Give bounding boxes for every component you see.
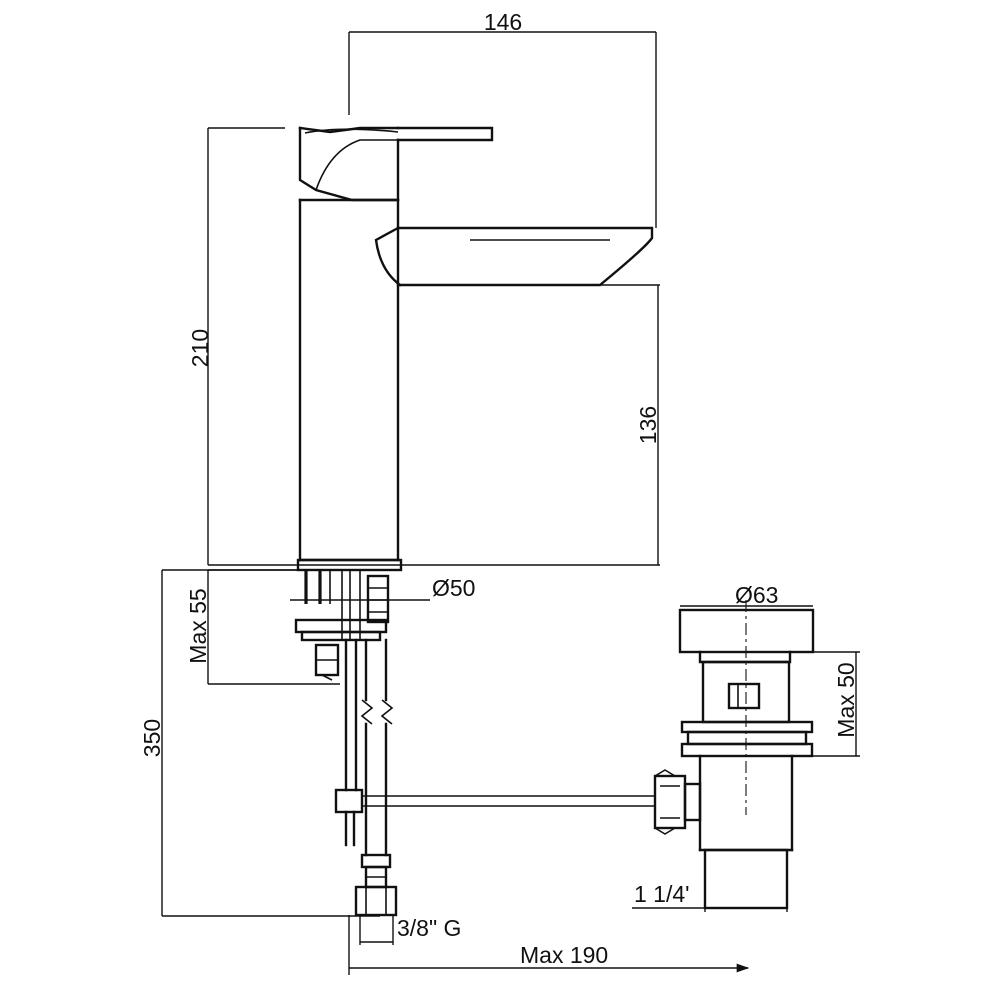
label-diameter-50: Ø50 — [432, 575, 475, 601]
dim-max-50 — [812, 651, 860, 757]
dim-136 — [598, 284, 660, 565]
mounting-hardware — [294, 570, 390, 681]
linkage-rod — [362, 795, 655, 807]
label-diameter-63: Ø63 — [735, 582, 778, 608]
label-max-190: Max 190 — [520, 942, 608, 968]
label-max-50: Max 50 — [833, 662, 859, 737]
label-146: 146 — [484, 9, 522, 35]
dim-350 — [161, 569, 380, 917]
dim-max-190 — [348, 915, 750, 975]
faucet-body — [296, 198, 403, 572]
flexible-hose — [334, 638, 398, 917]
label-136: 136 — [635, 406, 661, 444]
label-3-8-g: 3/8" G — [397, 915, 461, 941]
dim-146 — [348, 31, 657, 228]
label-350: 350 — [139, 719, 165, 757]
label-1-1-4: 1 1/4' — [634, 881, 690, 907]
label-210: 210 — [187, 329, 213, 367]
lever-handle — [298, 126, 494, 202]
label-max-55: Max 55 — [185, 588, 211, 663]
pop-up-waste — [653, 600, 815, 910]
dim-1-1-4 — [632, 880, 788, 912]
spout — [374, 226, 654, 287]
dim-210 — [207, 127, 660, 566]
dim-3-8-g — [359, 916, 394, 945]
